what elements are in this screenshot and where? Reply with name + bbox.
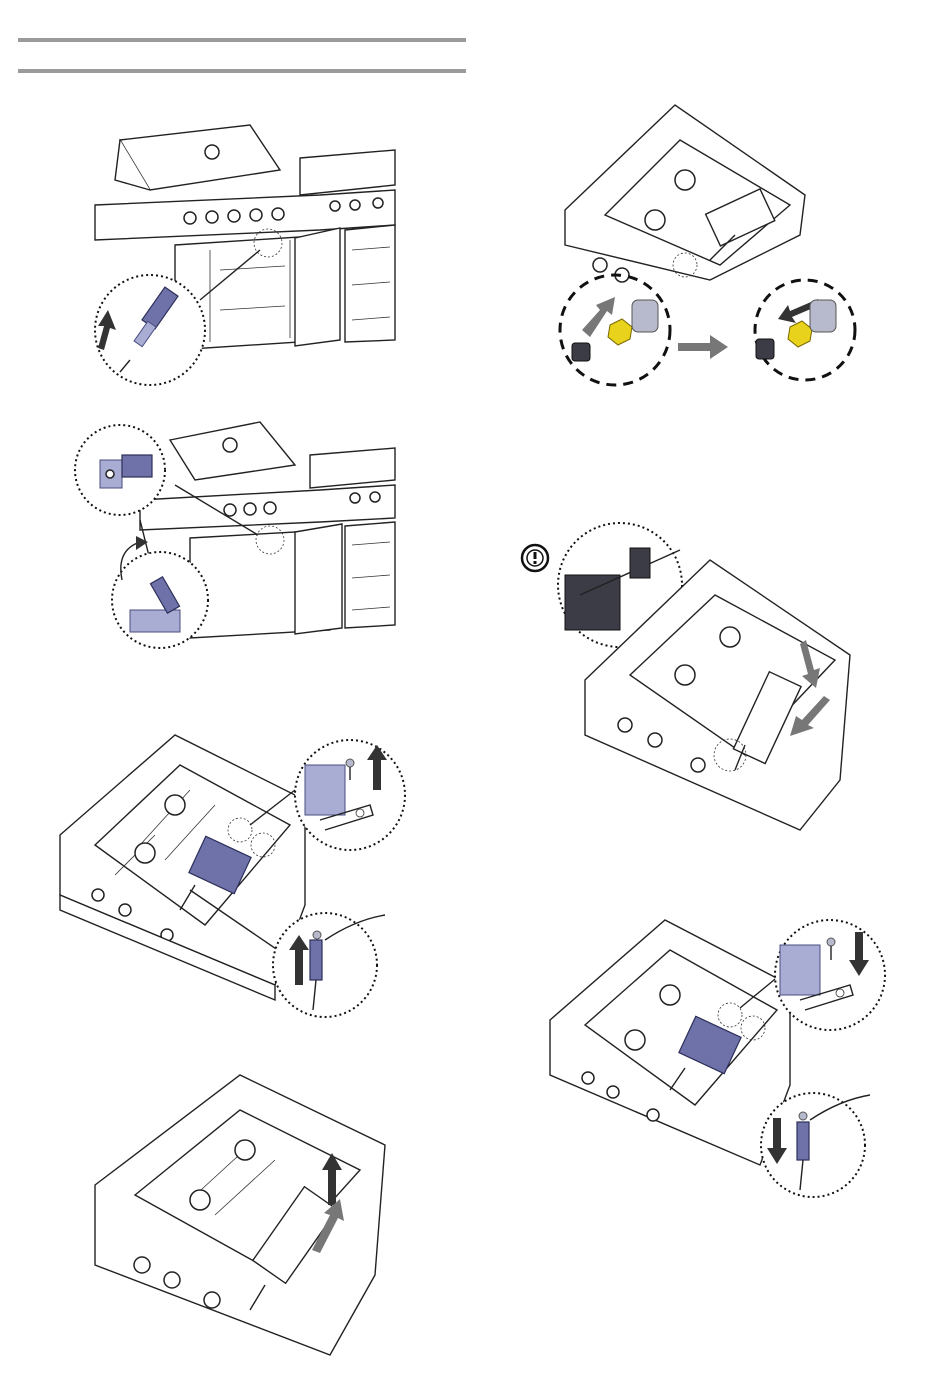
right-arrow-icon (678, 335, 728, 359)
figure-disconnect-gas-hose (90, 110, 400, 380)
header-rule-top (18, 38, 466, 42)
figure-lift-burner-out (90, 1075, 390, 1355)
figure-swap-orifice (560, 105, 860, 385)
figure-remove-screws-burner (55, 735, 410, 1020)
header-rule-bottom (18, 69, 466, 73)
figure-insert-burner-caution (520, 520, 865, 835)
figure-reinstall-screws (545, 920, 895, 1190)
caution-icon (522, 545, 548, 571)
figure-remove-side-burner-pivot (80, 410, 400, 665)
